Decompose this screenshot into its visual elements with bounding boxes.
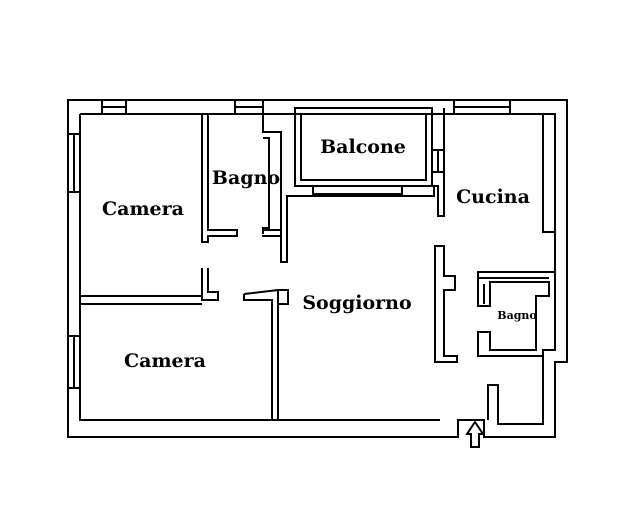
room-label-cucina: Cucina [456, 186, 530, 208]
room-label-balcone: Balcone [320, 136, 406, 158]
room-label-camera-bottom: Camera [124, 350, 206, 372]
room-label-soggiorno: Soggiorno [302, 292, 411, 314]
windows [67, 99, 511, 389]
outer-walls [67, 99, 568, 438]
arrow-up-icon [465, 420, 485, 448]
room-label-bagno-top: Bagno [212, 167, 280, 189]
interior-walls [80, 107, 556, 421]
room-label-bagno-small: Bagno [497, 309, 536, 322]
room-label-camera-top: Camera [102, 198, 184, 220]
